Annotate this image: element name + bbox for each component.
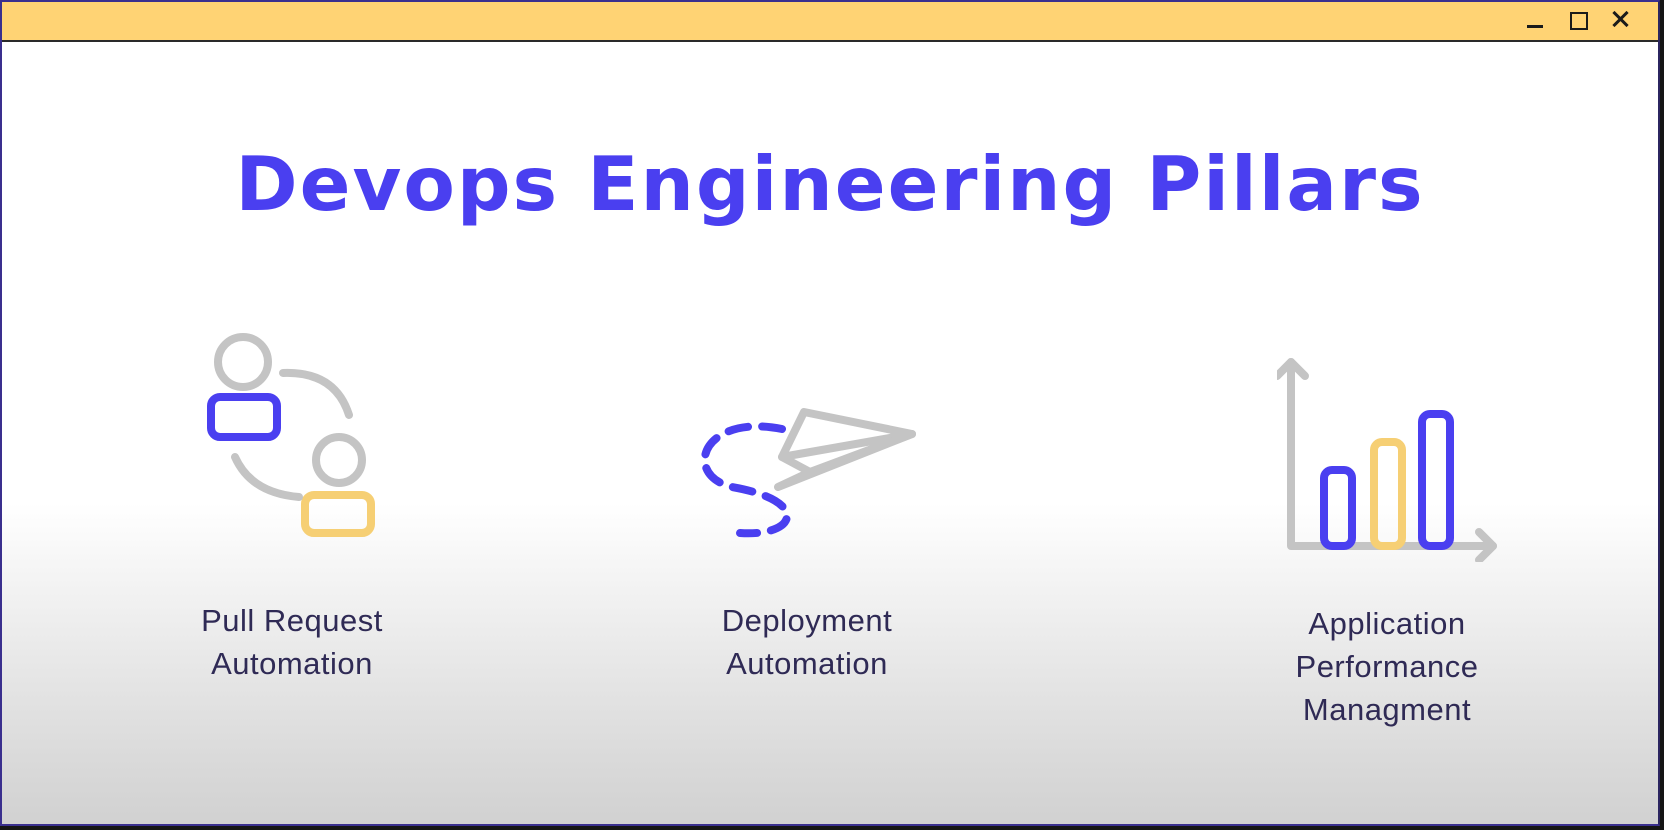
- window-titlebar[interactable]: [2, 2, 1658, 42]
- close-icon[interactable]: [1606, 6, 1634, 34]
- paper-plane-icon: [700, 408, 916, 538]
- pillar-label-pull-request: Pull Request Automation: [201, 603, 383, 681]
- pillar-label-apm: Application Performance Managment: [1295, 606, 1479, 727]
- pillar-label-deployment: Deployment Automation: [721, 603, 893, 681]
- maximize-icon[interactable]: [1564, 6, 1592, 34]
- slide-title: Devops Engineering Pillars: [235, 140, 1425, 228]
- users-exchange-icon: [207, 333, 375, 537]
- bar-chart-icon: [1277, 358, 1497, 562]
- minimize-icon[interactable]: [1520, 6, 1548, 34]
